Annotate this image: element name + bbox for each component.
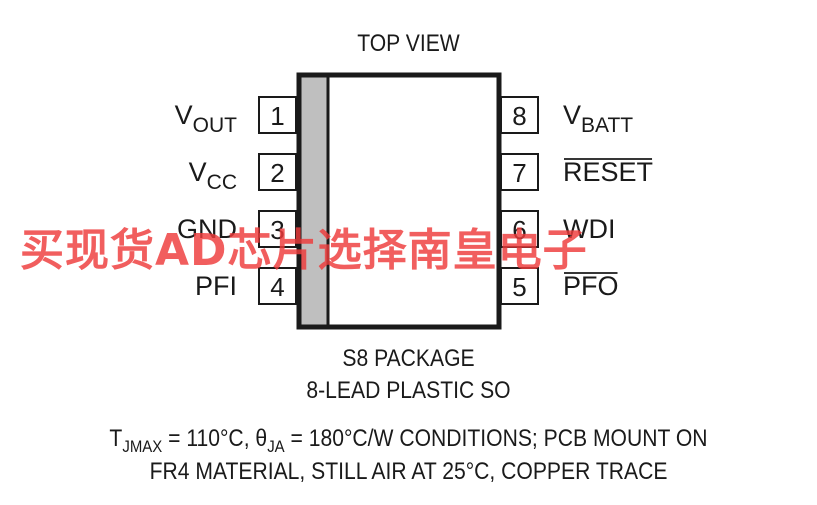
pin-2-label: VCC bbox=[189, 157, 237, 194]
pin-1: 1 VOUT bbox=[175, 96, 297, 137]
pin-6-name: WDI bbox=[563, 214, 615, 244]
theta-symbol: θ bbox=[255, 425, 268, 452]
package-name: S8 PACKAGE bbox=[342, 345, 475, 372]
pin-2-number: 2 bbox=[270, 158, 284, 188]
chip-body bbox=[296, 72, 502, 330]
pin-4: 4 PFI bbox=[195, 267, 297, 305]
pin-8-label: VBATT bbox=[563, 100, 633, 137]
pin-1-box bbox=[258, 96, 297, 134]
package-description: 8-LEAD PLASTIC SO bbox=[306, 377, 511, 404]
pin-8-number: 8 bbox=[512, 101, 526, 131]
pin-7-box bbox=[500, 153, 539, 191]
pin-5-name: PFO bbox=[563, 271, 619, 301]
thermal-conditions-line1: TJMAX = 110°C, θJA = 180°C/W CONDITIONS;… bbox=[49, 425, 768, 457]
tjmax-value: = 110°C, bbox=[162, 425, 256, 452]
pin-6-number: 6 bbox=[512, 215, 526, 245]
pin-7-name: RESET bbox=[563, 157, 653, 187]
theta-value: = 180°C/W CONDITIONS; PCB MOUNT ON bbox=[284, 425, 708, 452]
pin-3-label: GND bbox=[177, 214, 237, 244]
pin-2-box bbox=[258, 153, 297, 191]
pin-8: 8 VBATT bbox=[500, 96, 633, 137]
pin-4-label: PFI bbox=[195, 271, 237, 301]
pin-6-box bbox=[500, 210, 539, 248]
pin-7-number: 7 bbox=[512, 158, 526, 188]
theta-subscript: JA bbox=[267, 436, 285, 456]
pin-1-label: VOUT bbox=[175, 100, 238, 137]
pin-7: 7 RESET bbox=[500, 153, 653, 191]
pin-1-name: V bbox=[175, 100, 193, 130]
pin-3-name: GND bbox=[177, 214, 237, 244]
pin-7-label: RESET bbox=[563, 157, 653, 187]
pin-1-number: 1 bbox=[270, 101, 284, 131]
pin-2-subscript: CC bbox=[207, 171, 237, 194]
pin1-indicator-stripe bbox=[300, 76, 328, 326]
watermark-text: 买现货AD芯片选择南皇电子 bbox=[20, 225, 588, 276]
thermal-conditions-line2: FR4 MATERIAL, STILL AIR AT 25°C, COPPER … bbox=[149, 458, 668, 485]
pin-3: 3 GND bbox=[177, 210, 297, 248]
pin-2: 2 VCC bbox=[189, 153, 297, 194]
pin-8-subscript: BATT bbox=[581, 114, 633, 137]
pin-3-number: 3 bbox=[270, 215, 284, 245]
pin-8-box bbox=[500, 96, 539, 134]
pin-6-label: WDI bbox=[563, 214, 615, 244]
tjmax-subscript: JMAX bbox=[122, 436, 163, 456]
pin-3-box bbox=[258, 210, 297, 248]
pin-2-name: V bbox=[189, 157, 207, 187]
pin-4-name: PFI bbox=[195, 271, 237, 301]
pin-5-label: PFO bbox=[563, 271, 619, 301]
pin-1-subscript: OUT bbox=[193, 114, 238, 137]
top-view-title: TOP VIEW bbox=[357, 30, 460, 57]
pin-8-name: V bbox=[563, 100, 581, 130]
pin-4-number: 4 bbox=[270, 272, 284, 302]
pin-6: 6 WDI bbox=[500, 210, 615, 248]
tjmax-symbol: T bbox=[109, 425, 123, 452]
pin-5-number: 5 bbox=[512, 272, 526, 302]
pin-4-box bbox=[258, 267, 297, 305]
